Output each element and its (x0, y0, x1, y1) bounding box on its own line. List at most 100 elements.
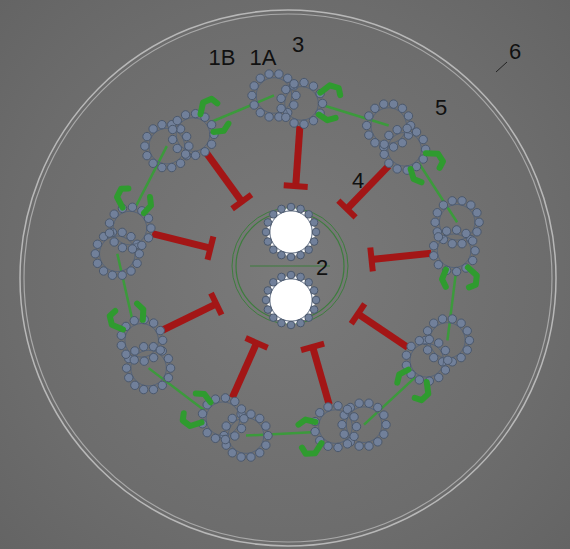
tubulin-bead (431, 218, 439, 226)
dynein-arm (397, 370, 408, 383)
tubule-lumen (228, 418, 264, 454)
tubulin-bead (127, 232, 135, 240)
tubulin-bead (350, 432, 358, 440)
tubule-b (421, 315, 473, 366)
callout-label: 2 (316, 257, 328, 279)
tubulin-bead (287, 321, 295, 329)
tubulin-bead (343, 405, 351, 413)
tubulin-bead (448, 315, 456, 323)
tubulin-bead (415, 376, 423, 384)
tubulin-bead (191, 151, 199, 159)
radial-spoke (347, 166, 389, 209)
tubulin-bead (393, 165, 401, 173)
spoke-head (370, 247, 373, 271)
tubulin-bead (457, 353, 465, 361)
radial-spoke (152, 234, 210, 249)
callout-label: 6 (509, 41, 521, 63)
tubulin-bead (139, 385, 147, 393)
tubulin-bead (355, 399, 363, 407)
central-lumen (267, 276, 315, 324)
tubule-lumen (149, 128, 185, 164)
tubulin-bead (380, 430, 388, 438)
tubulin-bead (425, 335, 433, 343)
callout-label: 1B (209, 47, 236, 69)
tubulin-bead (290, 119, 298, 127)
tubulin-bead (438, 315, 446, 323)
tubulin-bead (439, 201, 447, 209)
tubulin-bead (125, 373, 133, 381)
tubulin-bead (334, 402, 342, 410)
tubulin-bead (403, 124, 411, 132)
tubulin-bead (434, 233, 442, 241)
tubulin-bead (374, 438, 382, 446)
tubulin-bead (270, 211, 278, 219)
tubulin-bead (419, 135, 427, 143)
tubule-a (277, 78, 327, 128)
tubulin-bead (423, 327, 431, 335)
leader-line (496, 62, 507, 72)
tubulin-bead (222, 422, 230, 430)
tubulin-bead (264, 219, 272, 227)
tubulin-bead (350, 413, 358, 421)
tubulin-bead (128, 245, 136, 253)
nexin-link (246, 432, 316, 435)
tubulin-bead (147, 224, 155, 232)
tubulin-bead (262, 422, 270, 430)
tubulin-bead (324, 403, 332, 411)
tubulin-bead (297, 319, 305, 327)
membrane-outer (20, 10, 556, 546)
spoke-head (246, 338, 268, 348)
tubulin-bead (292, 91, 300, 99)
tubulin-bead (324, 442, 332, 450)
tubulin-bead (149, 159, 157, 167)
tubulin-bead (182, 132, 190, 140)
dynein-arm (468, 267, 477, 287)
tubulin-bead (278, 273, 286, 281)
tubulin-bead (435, 373, 443, 381)
tubulin-bead (265, 113, 273, 121)
tubulin-bead (468, 237, 476, 245)
callout-label: 4 (352, 170, 364, 192)
tubulin-bead (380, 100, 388, 108)
tubulin-bead (371, 104, 379, 112)
membrane-inner (24, 14, 552, 542)
nexin-link (321, 105, 388, 126)
tubulin-bead (181, 150, 189, 158)
tubulin-bead (130, 356, 138, 364)
tubulin-bead (133, 259, 141, 267)
tubulin-bead (415, 336, 423, 344)
tubulin-bead (380, 411, 388, 419)
tubulin-bead (91, 250, 99, 258)
tubulin-bead (300, 78, 308, 86)
tubulin-bead (128, 203, 136, 211)
tubulin-bead (282, 113, 290, 121)
tubulin-bead (262, 441, 270, 449)
tubulin-bead (93, 259, 101, 267)
tubulin-bead (340, 430, 348, 438)
dynein-arm (117, 189, 128, 208)
tubulin-bead (305, 314, 313, 322)
tubule-lumen (439, 204, 475, 240)
tubule-b (91, 228, 143, 279)
tubulin-bead (168, 125, 176, 133)
tubulin-bead (105, 219, 113, 227)
dynein-arm (214, 124, 229, 132)
tubulin-bead (475, 218, 483, 226)
tubulin-bead (277, 104, 285, 112)
tubulin-bead (435, 339, 443, 347)
tubulin-bead (149, 125, 157, 133)
radial-spoke (372, 253, 432, 259)
tubulin-bead (371, 139, 379, 147)
tubule-b (122, 342, 174, 393)
tubulin-bead (452, 226, 460, 234)
tubulin-bead (462, 229, 470, 237)
tubule-b (248, 70, 300, 121)
tubulin-bead (250, 82, 258, 90)
tubulin-bead (138, 241, 146, 249)
tubulin-bead (262, 296, 270, 304)
tubulin-bead (430, 242, 438, 250)
dynein-arm (110, 311, 123, 329)
tubulin-bead (374, 403, 382, 411)
tubulin-bead (166, 364, 174, 372)
tubulin-bead (144, 234, 152, 242)
